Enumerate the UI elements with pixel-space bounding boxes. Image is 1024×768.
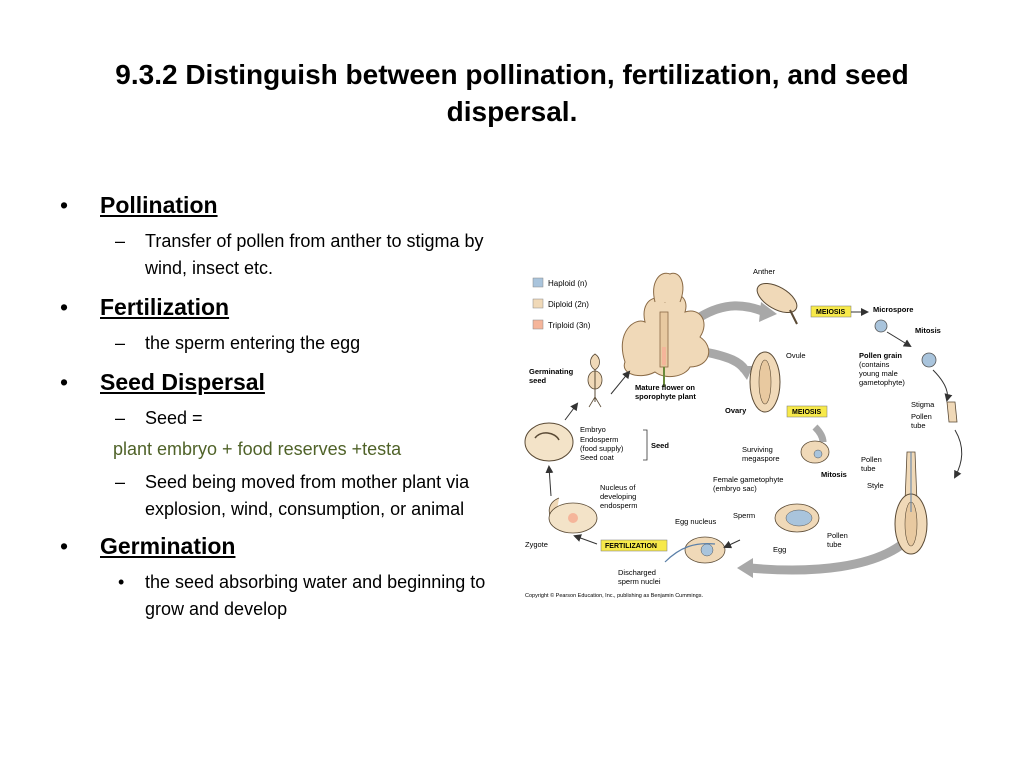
label-fertilization: FERTILIZATION bbox=[605, 543, 657, 550]
heading-fertilization: Fertilization bbox=[100, 294, 230, 320]
bullet-pollination: • Pollination bbox=[60, 190, 500, 220]
label-egg-nucleus: Egg nucleus bbox=[675, 517, 717, 526]
sub-seed-equals: – Seed = bbox=[60, 405, 500, 432]
legend-diploid: Diploid (2n) bbox=[548, 300, 589, 309]
bullet-seed-dispersal: • Seed Dispersal bbox=[60, 367, 500, 397]
label-discharged-1: Discharged bbox=[618, 568, 656, 577]
label-pollen-grain-2: (contains bbox=[859, 360, 890, 369]
pollen-grain-cell bbox=[921, 352, 937, 368]
germinating-seed-illustration bbox=[587, 353, 603, 408]
label-microspore: Microspore bbox=[873, 305, 913, 314]
sub-dash: – bbox=[115, 408, 126, 428]
label-mitosis-mid: Mitosis bbox=[821, 470, 847, 479]
label-pollen-tube-b1: Pollen bbox=[861, 455, 882, 464]
sub-seed-moved-text: Seed being moved from mother plant via e… bbox=[145, 472, 470, 519]
bullet-germination: • Germination bbox=[60, 531, 500, 561]
microspore-cell bbox=[874, 319, 888, 333]
label-seed-coat: Seed coat bbox=[580, 453, 615, 462]
label-nucleus-3: endosperm bbox=[600, 501, 638, 510]
heading-germination: Germination bbox=[100, 533, 236, 559]
sub-germination-text: the seed absorbing water and beginning t… bbox=[145, 572, 486, 619]
label-pollen-grain-4: gametophyte) bbox=[859, 378, 905, 387]
label-seed: Seed bbox=[651, 441, 669, 450]
bullet-fertilization: • Fertilization bbox=[60, 292, 500, 322]
sub-seed-moved: – Seed being moved from mother plant via… bbox=[60, 469, 500, 523]
life-cycle-diagram: Haploid (n) Diploid (2n) Triploid (3n) M… bbox=[524, 267, 963, 599]
sub-pollination: – Transfer of pollen from anther to stig… bbox=[60, 228, 500, 282]
bullet-dot: • bbox=[60, 533, 69, 559]
label-anther: Anther bbox=[753, 267, 776, 276]
label-surviving-2: megaspore bbox=[742, 454, 780, 463]
label-surviving-1: Surviving bbox=[742, 445, 773, 454]
sub-dash: – bbox=[115, 333, 126, 353]
legend-swatch-haploid bbox=[532, 277, 544, 288]
arrow-pollen-to-fert bbox=[749, 538, 908, 575]
label-nucleus-2: developing bbox=[600, 492, 636, 501]
label-sperm: Sperm bbox=[733, 511, 755, 520]
label-germinating-1: Germinating bbox=[529, 367, 574, 376]
bullet-dot: • bbox=[60, 294, 69, 320]
label-meiosis-top: MEIOSIS bbox=[816, 309, 846, 316]
stigma-illustration bbox=[946, 401, 958, 423]
sub-fertilization-text: the sperm entering the egg bbox=[145, 333, 361, 353]
sub-germination: • the seed absorbing water and beginning… bbox=[60, 569, 500, 623]
label-mature-flower-2: sporophyte plant bbox=[635, 392, 696, 401]
sub-fertilization: – the sperm entering the egg bbox=[60, 330, 500, 357]
arrow-megaspore bbox=[812, 424, 827, 443]
fertilization-tag bbox=[600, 539, 668, 552]
copyright-notice: Copyright © Pearson Education, Inc., pub… bbox=[525, 592, 703, 599]
label-pollen-tube-b2: tube bbox=[861, 464, 876, 473]
sub-bullet-dot: • bbox=[118, 572, 125, 592]
seed-illustration bbox=[524, 422, 574, 462]
pistil-illustration bbox=[894, 451, 928, 555]
label-ovule: Ovule bbox=[786, 351, 806, 360]
label-germinating-2: seed bbox=[529, 376, 547, 385]
slide-title: 9.3.2 Distinguish between pollination, f… bbox=[115, 59, 909, 127]
legend-swatch-triploid bbox=[532, 319, 544, 330]
arrowhead-fert bbox=[737, 558, 753, 578]
sub-dash: – bbox=[115, 472, 126, 492]
legend-triploid: Triploid (3n) bbox=[548, 321, 591, 330]
arrowhead-anther bbox=[759, 302, 777, 322]
label-mature-flower-1: Mature flower on bbox=[635, 383, 695, 392]
label-pollen-grain-1: Pollen grain bbox=[859, 351, 902, 360]
seed-definition: plant embryo + food reserves +testa bbox=[113, 439, 402, 459]
label-pollen-tube-a2: tube bbox=[911, 421, 926, 430]
legend-haploid: Haploid (n) bbox=[548, 279, 587, 288]
label-zygote: Zygote bbox=[525, 540, 548, 549]
label-female-1: Female gametophyte bbox=[713, 475, 783, 484]
label-endosperm-2: (food supply) bbox=[580, 444, 624, 453]
label-female-2: (embryo sac) bbox=[713, 484, 757, 493]
arrowhead-ovule bbox=[737, 366, 753, 380]
label-pollen-tube-a1: Pollen bbox=[911, 412, 932, 421]
label-mitosis-top: Mitosis bbox=[915, 326, 941, 335]
bullet-list: • Pollination – Transfer of pollen from … bbox=[60, 186, 500, 623]
mature-flower-illustration bbox=[621, 272, 710, 387]
label-endosperm-1: Endosperm bbox=[580, 435, 618, 444]
label-pollen-tube-c2: tube bbox=[827, 540, 842, 549]
label-meiosis-mid: MEIOSIS bbox=[792, 409, 822, 416]
legend-swatch-diploid bbox=[532, 298, 544, 309]
label-stigma: Stigma bbox=[911, 400, 935, 409]
sub-seed-equals-text: Seed = bbox=[145, 408, 203, 428]
bullet-dot: • bbox=[60, 192, 69, 218]
label-discharged-2: sperm nuclei bbox=[618, 577, 661, 586]
sub-pollination-text: Transfer of pollen from anther to stigma… bbox=[145, 231, 484, 278]
label-embryo: Embryo bbox=[580, 425, 606, 434]
sub-dash: – bbox=[115, 231, 126, 251]
label-nucleus-1: Nucleus of bbox=[600, 483, 636, 492]
bullet-dot: • bbox=[60, 369, 69, 395]
label-egg: Egg bbox=[773, 545, 786, 554]
meiosis-tag-mid bbox=[786, 405, 828, 418]
label-ovary: Ovary bbox=[725, 406, 747, 415]
label-pollen-grain-3: young male bbox=[859, 369, 898, 378]
heading-pollination: Pollination bbox=[100, 192, 218, 218]
label-pollen-tube-c1: Pollen bbox=[827, 531, 848, 540]
heading-seed-dispersal: Seed Dispersal bbox=[100, 369, 265, 395]
arrow-flower-to-anther bbox=[697, 301, 767, 321]
anther-illustration bbox=[756, 282, 798, 314]
label-style: Style bbox=[867, 481, 884, 490]
